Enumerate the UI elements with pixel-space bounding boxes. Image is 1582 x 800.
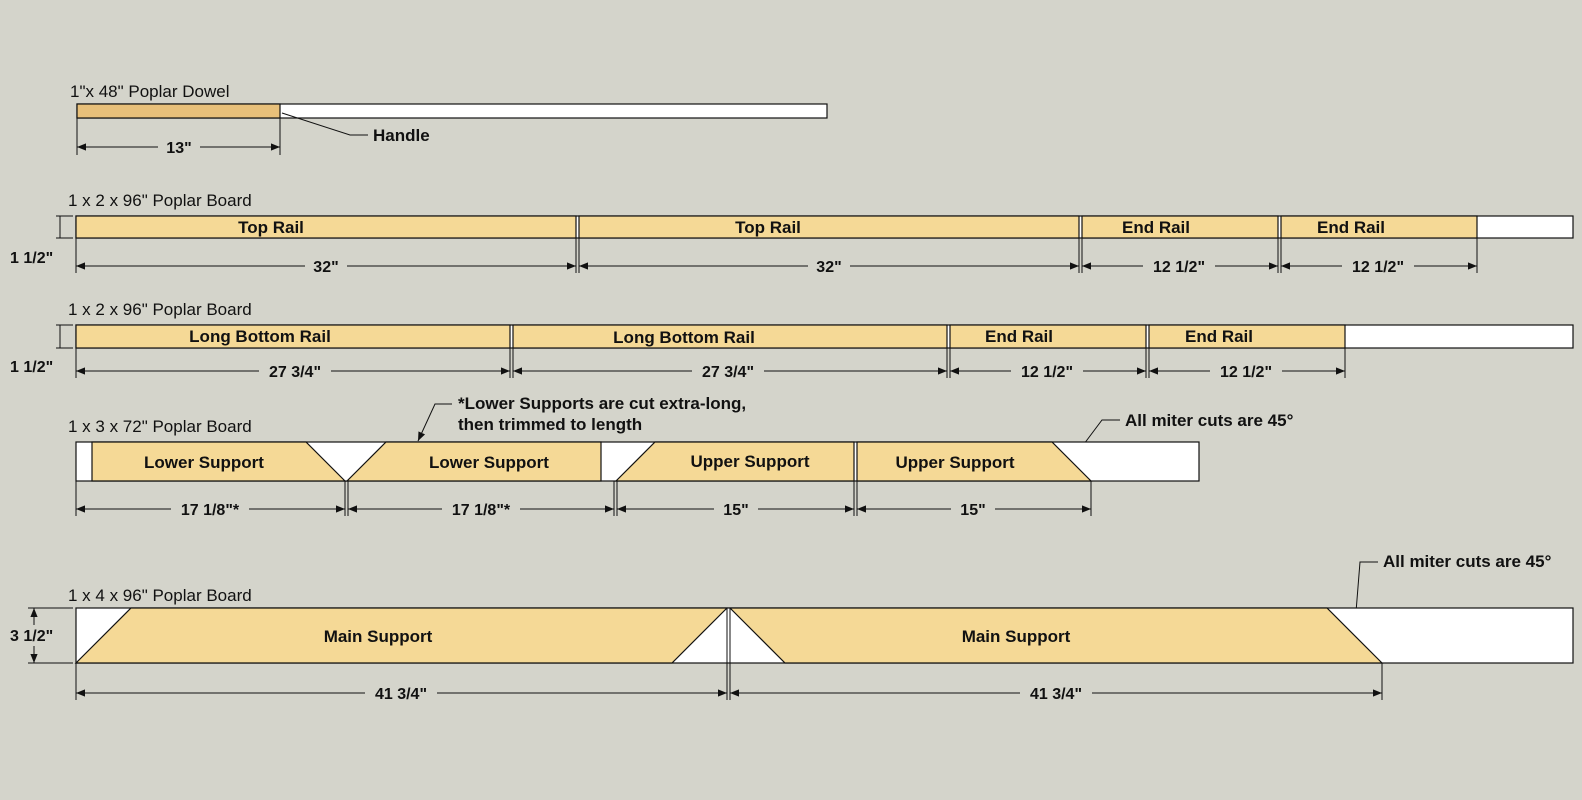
dim-text-bg xyxy=(259,363,331,379)
board-4-miter-note: All miter cuts are 45° xyxy=(1383,552,1552,571)
note-leader-line xyxy=(417,403,452,442)
long-bottom-rail-piece xyxy=(512,324,948,349)
piece-dim: 17 1/8"* xyxy=(452,502,511,519)
board-3-title: 1 x 3 x 72" Poplar Board xyxy=(68,417,252,436)
dim-text-bg xyxy=(365,685,437,701)
piece-label: Lower Support xyxy=(144,453,264,472)
piece-label: Top Rail xyxy=(735,218,801,237)
board-1-section: 1 x 2 x 96" Poplar Board 1 1/2" Top Rail… xyxy=(10,191,1574,276)
piece-label: End Rail xyxy=(1317,218,1385,237)
piece-dim: 17 1/8"* xyxy=(181,502,240,519)
handle-label: Handle xyxy=(373,126,430,145)
piece-dim: 15" xyxy=(960,502,985,519)
dowel-handle-piece xyxy=(76,103,281,119)
piece-dim: 12 1/2" xyxy=(1153,259,1205,276)
piece-label: Lower Support xyxy=(429,453,549,472)
dim-text-bg xyxy=(1342,258,1414,274)
piece-label: Main Support xyxy=(962,627,1071,646)
piece-dim: 32" xyxy=(313,259,338,276)
dim-text-bg xyxy=(442,501,520,517)
piece-dim: 12 1/2" xyxy=(1021,364,1073,381)
dowel-handle-dim: 13" xyxy=(166,140,191,157)
piece-label: Top Rail xyxy=(238,218,304,237)
dim-text-bg xyxy=(171,501,249,517)
board-1-side-dim: 1 1/2" xyxy=(10,250,53,267)
piece-label: End Rail xyxy=(985,327,1053,346)
dim-text-bg xyxy=(1210,363,1282,379)
piece-label: Upper Support xyxy=(691,452,810,471)
piece-label: Long Bottom Rail xyxy=(613,328,755,347)
board-2-side-dim: 1 1/2" xyxy=(10,359,53,376)
dim-text-bg xyxy=(1011,363,1083,379)
piece-dim: 27 3/4" xyxy=(702,364,754,381)
piece-label: End Rail xyxy=(1122,218,1190,237)
top-rail-piece xyxy=(578,215,1080,239)
piece-dim: 32" xyxy=(816,259,841,276)
dim-text-bg xyxy=(692,363,764,379)
piece-dim: 41 3/4" xyxy=(1030,686,1082,703)
piece-dim: 12 1/2" xyxy=(1220,364,1272,381)
board-2-title: 1 x 2 x 96" Poplar Board xyxy=(68,300,252,319)
dim-text-bg xyxy=(951,501,995,517)
end-rail-piece xyxy=(949,324,1147,349)
lower-supports-note-line-2: then trimmed to length xyxy=(458,415,642,434)
board-4-title: 1 x 4 x 96" Poplar Board xyxy=(68,586,252,605)
end-rail-piece xyxy=(1148,324,1346,349)
board-3-section: 1 x 3 x 72" Poplar Board *Lower Supports… xyxy=(68,394,1294,519)
board-4-side-dim: 3 1/2" xyxy=(10,628,53,645)
lower-supports-note-line-1: *Lower Supports are cut extra-long, xyxy=(458,394,746,413)
lower-support-piece xyxy=(345,441,602,482)
piece-label: Long Bottom Rail xyxy=(189,327,331,346)
long-bottom-rail-piece xyxy=(75,324,511,349)
dim-text-bg xyxy=(714,501,758,517)
piece-dim: 15" xyxy=(723,502,748,519)
board-4-extension-lines xyxy=(75,608,1383,700)
dim-text-bg xyxy=(1020,685,1092,701)
board-3-miter-note: All miter cuts are 45° xyxy=(1125,411,1294,430)
dowel-section: 1"x 48" Poplar Dowel 13" Handle xyxy=(70,82,828,157)
top-rail-piece xyxy=(75,215,577,239)
board-2-section: 1 x 2 x 96" Poplar Board 1 1/2" Long Bot… xyxy=(10,300,1574,381)
dim-text-bg xyxy=(1143,258,1215,274)
handle-leader-line xyxy=(281,112,368,136)
board-1-title: 1 x 2 x 96" Poplar Board xyxy=(68,191,252,210)
dim-text-bg xyxy=(808,258,850,274)
end-rail-piece xyxy=(1081,215,1279,239)
piece-dim: 27 3/4" xyxy=(269,364,321,381)
piece-label: Upper Support xyxy=(896,453,1015,472)
piece-label: Main Support xyxy=(324,627,433,646)
piece-dim: 41 3/4" xyxy=(375,686,427,703)
dowel-title: 1"x 48" Poplar Dowel xyxy=(70,82,229,101)
board-1-extension-lines xyxy=(75,238,1478,273)
piece-label: End Rail xyxy=(1185,327,1253,346)
main-support-piece xyxy=(74,607,729,664)
dim-text-bg xyxy=(305,258,347,274)
dim-text-bg xyxy=(158,139,200,155)
board-4-section: 1 x 4 x 96" Poplar Board All miter cuts … xyxy=(10,552,1574,703)
piece-dim: 12 1/2" xyxy=(1352,259,1404,276)
end-rail-piece xyxy=(1280,215,1478,239)
